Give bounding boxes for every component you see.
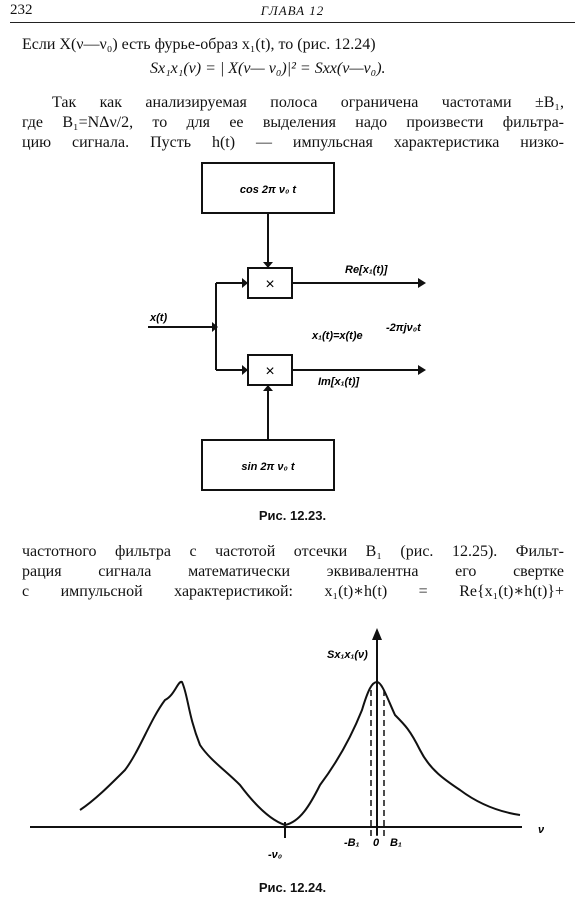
imag-output-label: Im[x₁(t)]: [318, 376, 359, 388]
shift-equation: x₁(t)=x(t)e: [311, 330, 363, 342]
arrow-head: [212, 322, 218, 332]
arrow-head: [418, 278, 426, 288]
real-output-label: Re[x₁(t)]: [345, 264, 388, 276]
header-rule: [10, 22, 575, 23]
multiply-symbol: ×: [265, 276, 274, 293]
formula: Sx₁x₁(ν) = | X(ν— ν₀)|² = Sxx(ν—ν₀).: [150, 60, 386, 77]
spectrum-curve: [79, 680, 521, 827]
sin-label: sin 2π ν₀ t: [241, 461, 295, 473]
paragraph-line: рация сигнала математически эквивалентна…: [22, 563, 564, 580]
tick-label: -B₁: [344, 837, 360, 849]
y-axis-label: Sx₁x₁(ν): [327, 649, 368, 661]
arrow-head: [263, 262, 273, 268]
paragraph-line: с импульсной характеристикой: x₁(t)∗h(t)…: [22, 583, 564, 600]
x-axis-label: ν: [538, 824, 545, 836]
paragraph-line: Так как анализируемая полоса ограничена …: [52, 94, 564, 111]
input-label: x(t): [149, 312, 167, 324]
figure-caption: Рис. 12.23.: [258, 508, 327, 523]
tick-label: 0: [373, 837, 380, 849]
shift-exponent: -2πjν₀t: [386, 322, 422, 334]
arrow-head: [263, 385, 273, 391]
chapter-title: ГЛАВА 12: [260, 3, 325, 18]
paragraph-line: цию сигнала. Пусть h(t) — импульсная хар…: [22, 134, 564, 151]
arrow-head: [242, 365, 248, 375]
multiply-symbol: ×: [265, 363, 274, 380]
page-number: 232: [10, 2, 33, 18]
arrow-head: [372, 628, 382, 640]
arrow-head: [242, 278, 248, 288]
cos-label: cos 2π ν₀ t: [240, 184, 298, 196]
page-header: 232 ГЛАВА 12: [10, 2, 575, 24]
paragraph-line: где B₁=NΔν/2, то для ее выделения надо п…: [22, 114, 564, 131]
figure-caption: Рис. 12.24.: [258, 880, 327, 895]
arrow-head: [418, 365, 426, 375]
paragraph-line: частотного фильтра с частотой отсечки B₁…: [22, 543, 564, 560]
tick-label: B₁: [390, 837, 402, 849]
tick-label: -ν₀: [268, 849, 282, 861]
block-diagram: cos 2π ν₀ t sin 2π ν₀ t × × x(t) Re[x₁(t…: [148, 162, 426, 491]
spectrum-figure: Sx₁x₁(ν) ν -ν₀ -B₁ 0 B₁: [30, 628, 545, 861]
paragraph-line: Если X(ν—ν₀) есть фурье-образ x₁(t), то …: [22, 36, 376, 53]
